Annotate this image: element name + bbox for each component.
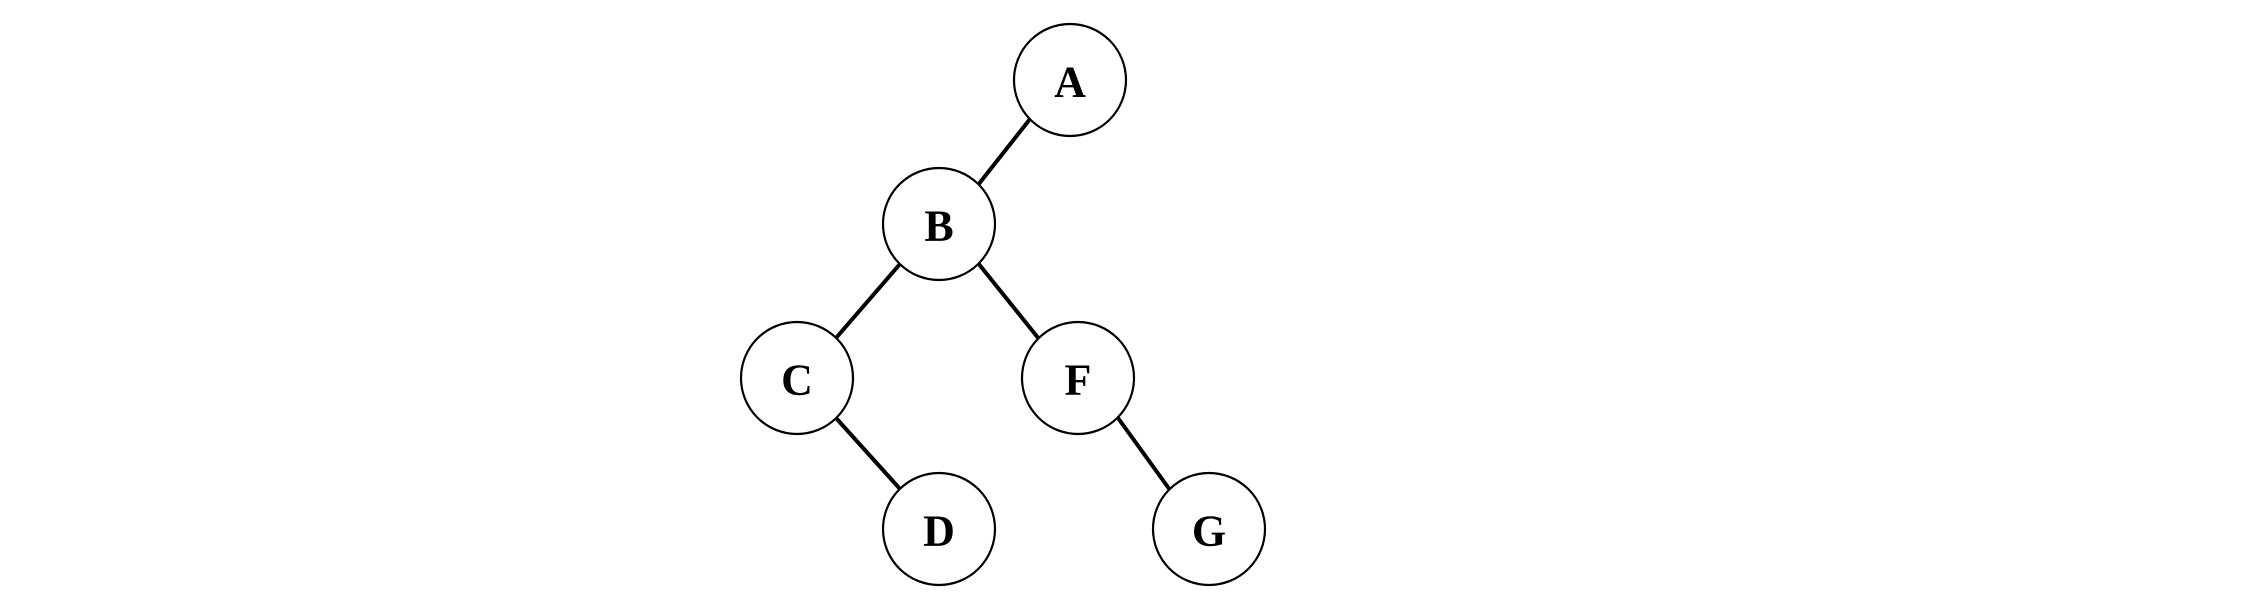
node-label-b: B: [924, 202, 953, 251]
node-label-g: G: [1192, 507, 1226, 556]
edge-layer: [834, 117, 1172, 492]
tree-node-f[interactable]: F: [1020, 320, 1136, 436]
tree-node-c[interactable]: C: [739, 320, 855, 436]
node-circle-d[interactable]: [881, 471, 997, 587]
node-label-d: D: [923, 507, 955, 556]
node-circle-g[interactable]: [1151, 471, 1267, 587]
node-label-f: F: [1065, 356, 1092, 405]
node-circle-b[interactable]: [881, 166, 997, 282]
tree-node-d[interactable]: D: [881, 471, 997, 587]
edge-a-b: [976, 117, 1032, 187]
node-label-c: C: [781, 356, 813, 405]
tree-node-b[interactable]: B: [881, 166, 997, 282]
node-circle-a[interactable]: [1012, 22, 1128, 138]
tree-node-a[interactable]: A: [1012, 22, 1128, 138]
edge-b-c: [834, 262, 902, 340]
node-label-a: A: [1054, 58, 1086, 107]
node-layer: A B C F D G: [739, 22, 1267, 587]
node-circle-f[interactable]: [1020, 320, 1136, 436]
edge-b-f: [976, 261, 1041, 341]
tree-node-g[interactable]: G: [1151, 471, 1267, 587]
node-circle-c[interactable]: [739, 320, 855, 436]
edge-f-g: [1116, 416, 1172, 492]
edge-c-d: [834, 416, 902, 491]
